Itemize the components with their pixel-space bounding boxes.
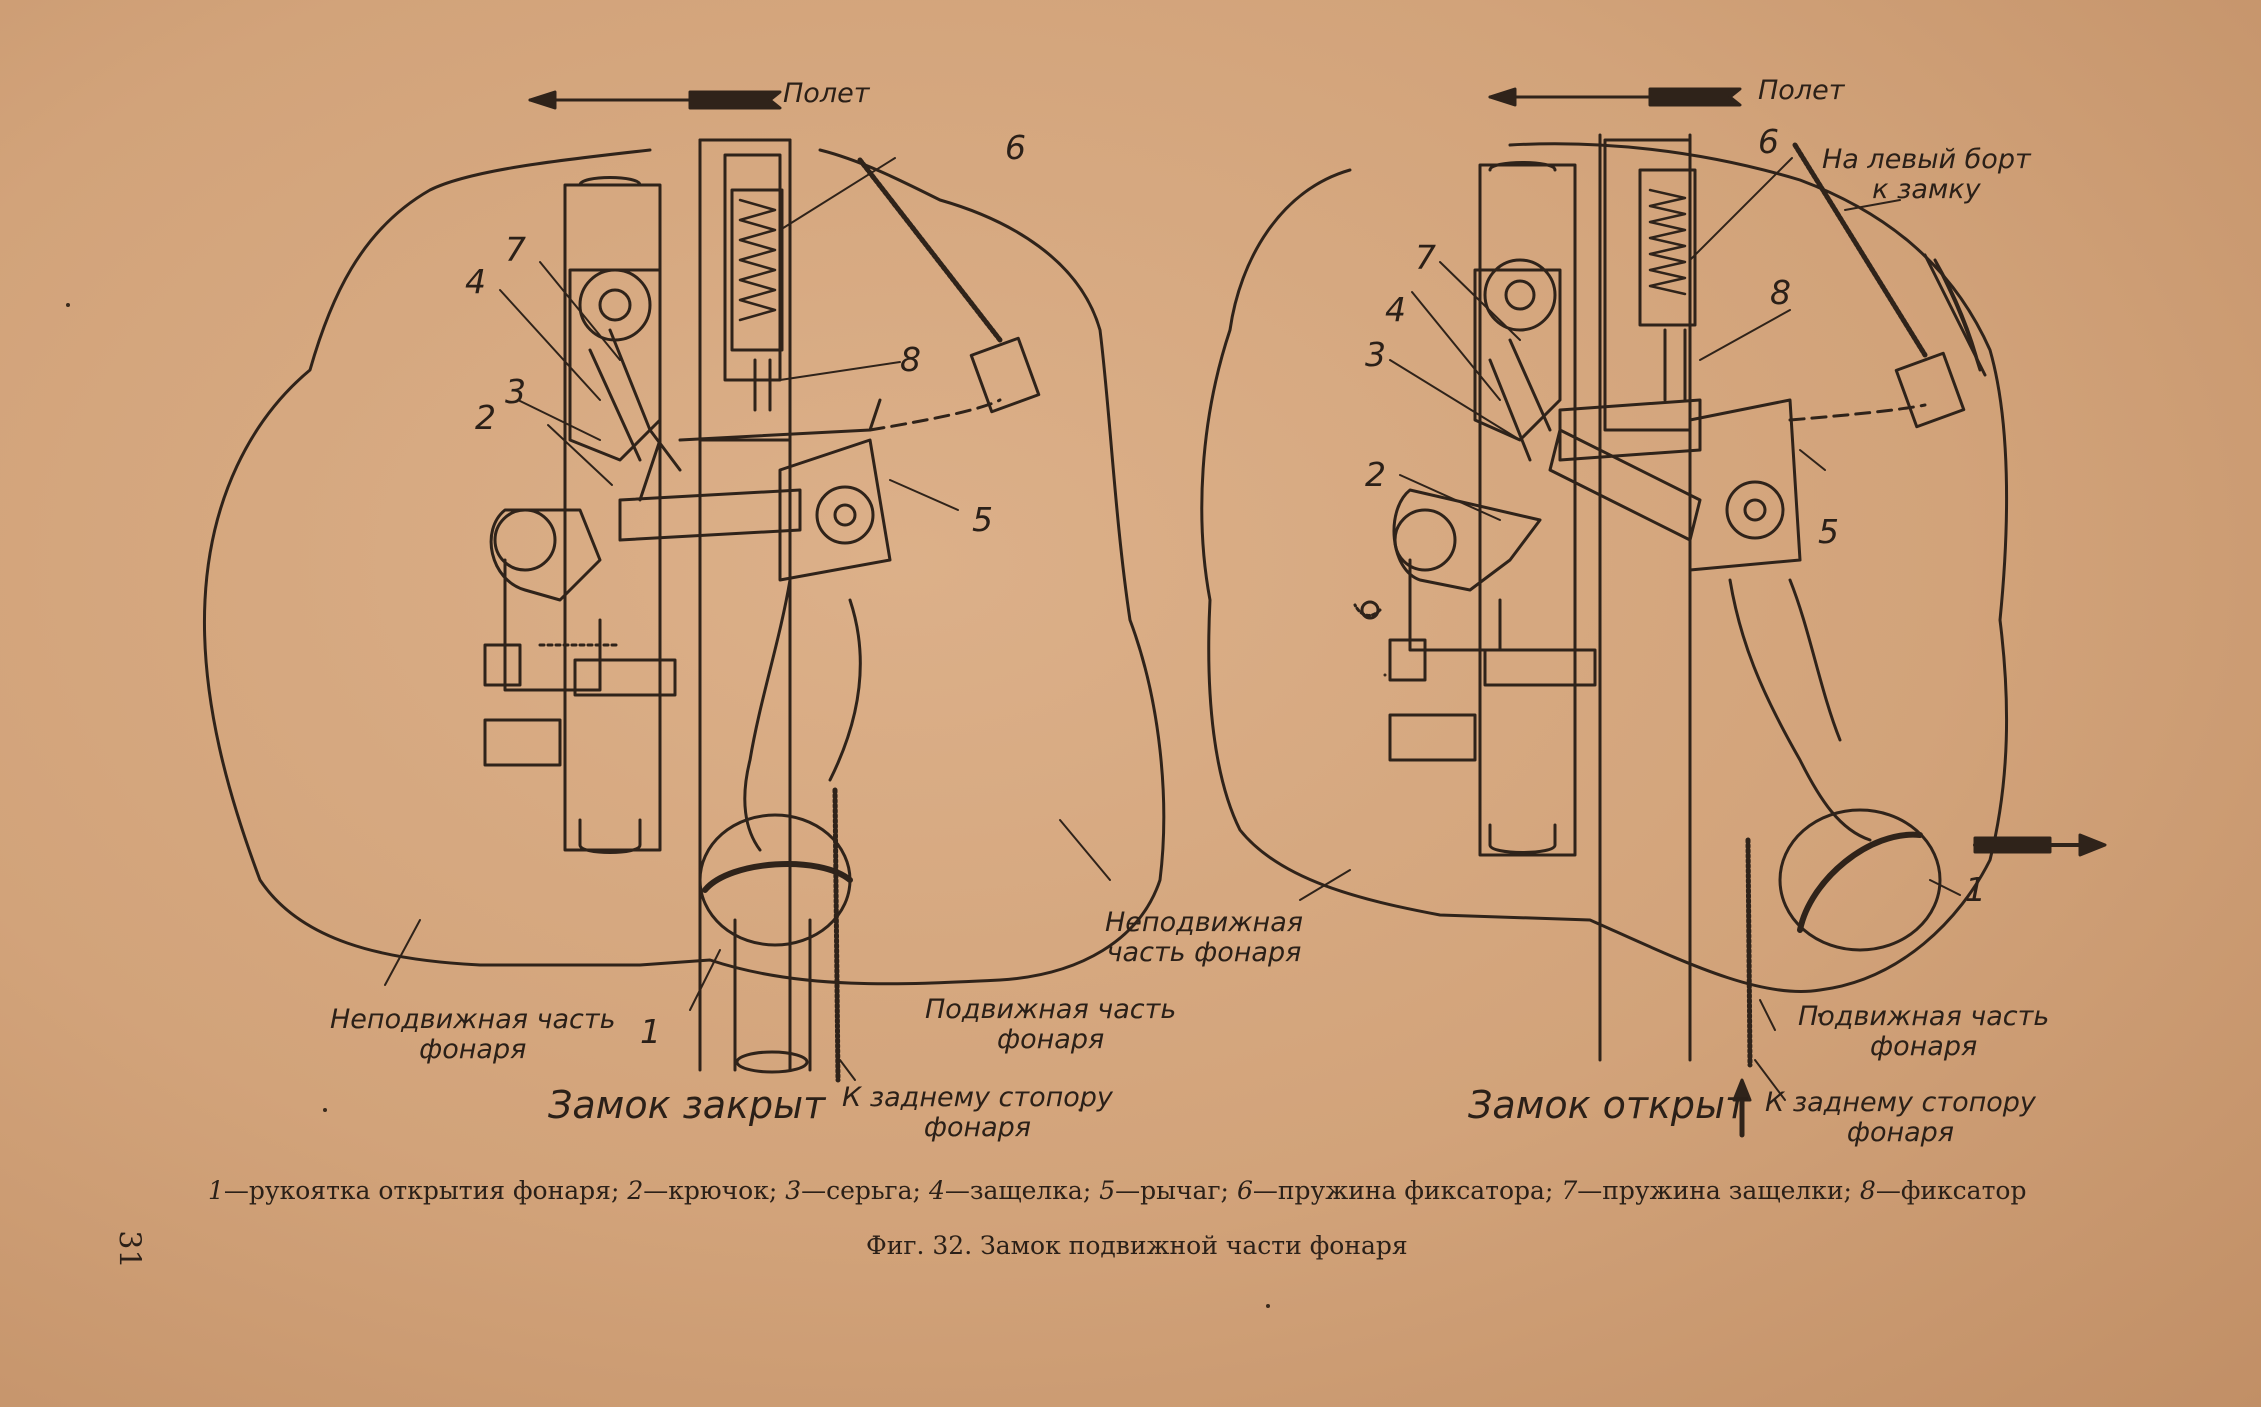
callout-6-left: 6 xyxy=(1005,128,1026,167)
callout-3-left: 3 xyxy=(505,372,526,411)
rear-stop-label-right-panel: К заднему стопору фонаря xyxy=(1765,1088,2036,1148)
callout-6-right: 6 xyxy=(1758,122,1779,161)
callout-4-left: 4 xyxy=(465,262,486,301)
movable-part-label-left-panel: Подвижная часть фонаря xyxy=(925,995,1176,1055)
legend-item-4: 4—защелка; xyxy=(928,1176,1092,1205)
rear-stop-label-left-panel: К заднему стопору фонаря xyxy=(842,1083,1113,1143)
legend-item-1: 1—рукоятка открытия фонаря; xyxy=(208,1176,620,1205)
left-lock-closed-drawing xyxy=(202,90,1166,1083)
figure-legend: 1—рукоятка открытия фонаря; 2—крючок; 3—… xyxy=(208,1176,2026,1205)
callout-8-left: 8 xyxy=(900,340,921,379)
legend-item-7: 7—пружина защелки; xyxy=(1561,1176,1852,1205)
fixed-part-line2: часть фонаря xyxy=(1106,937,1302,968)
fixed-part-right-label-left-panel: Неподвижная часть фонаря xyxy=(1105,908,1303,968)
rear-stop-line1: К заднему стопору xyxy=(842,1082,1113,1113)
callout-1-left: 1 xyxy=(640,1012,661,1051)
to-left-side-label: На левый борт к замку xyxy=(1822,145,2031,205)
movable-part-line1: Подвижная часть xyxy=(925,994,1177,1025)
figure-caption: Фиг. 32. Замок подвижной части фонаря xyxy=(866,1231,1408,1260)
legend-item-5: 5—рычаг; xyxy=(1099,1176,1229,1205)
callout-5-right: 5 xyxy=(1818,512,1839,551)
callout-7-left: 7 xyxy=(505,230,526,269)
lock-closed-title: Замок закрыт xyxy=(548,1083,826,1127)
rear-stop-line2: фонаря xyxy=(923,1112,1032,1143)
movable-part-label-right-panel: Подвижная часть фонаря xyxy=(1798,1002,2049,1062)
flight-label-right: Полет xyxy=(1758,75,1845,106)
callout-4-right: 4 xyxy=(1385,290,1406,329)
fixed-part-label-left-panel: Неподвижная часть фонаря xyxy=(330,1005,616,1065)
lock-open-title: Замок открыт xyxy=(1468,1083,1748,1127)
callout-1-right: 1 xyxy=(1965,870,1986,909)
callout-3-right: 3 xyxy=(1365,335,1386,374)
movable-part-line2: фонаря xyxy=(997,1024,1105,1055)
legend-item-8: 8—фиксатор xyxy=(1859,1176,2027,1205)
callout-5-left: 5 xyxy=(972,500,993,539)
page-number: 31 xyxy=(111,1230,147,1269)
fixed-part-line1: Неподвижная часть xyxy=(330,1004,616,1035)
fixed-part-line2: фонаря xyxy=(419,1034,527,1065)
rear-stop-line2: фонаря xyxy=(1846,1117,1955,1148)
legend-item-3: 3—серьга; xyxy=(785,1176,921,1205)
callout-8-right: 8 xyxy=(1770,273,1791,312)
movable-part-line1: Подвижная часть xyxy=(1798,1001,2050,1032)
callout-2-right: 2 xyxy=(1365,455,1386,494)
rear-stop-line1: К заднему стопору xyxy=(1765,1087,2036,1118)
legend-item-6: 6—пружина фиксатора; xyxy=(1236,1176,1554,1205)
fixed-part-line1: Неподвижная xyxy=(1105,907,1303,938)
legend-item-2: 2—крючок; xyxy=(627,1176,778,1205)
movable-part-line2: фонаря xyxy=(1870,1031,1978,1062)
callout-7-right: 7 xyxy=(1415,238,1436,277)
callout-2-left: 2 xyxy=(475,398,496,437)
flight-label-left: Полет xyxy=(783,78,870,109)
right-lock-open-drawing xyxy=(1200,87,2107,1138)
to-left-side-line2: к замку xyxy=(1872,174,1981,205)
to-left-side-line1: На левый борт xyxy=(1822,144,2031,175)
